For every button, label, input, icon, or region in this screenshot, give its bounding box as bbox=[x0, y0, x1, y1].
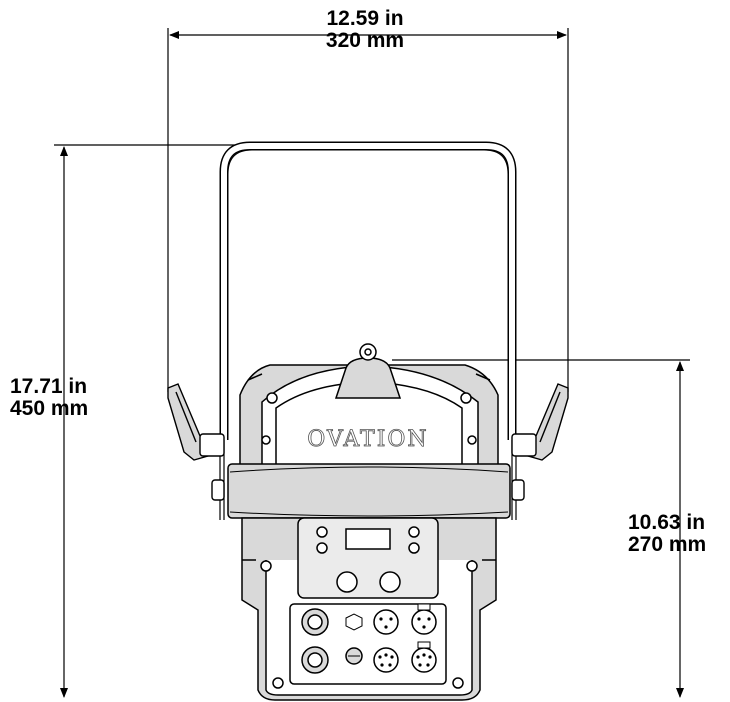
width-dimension bbox=[167, 28, 569, 392]
height-imperial: 17.71 in bbox=[10, 375, 88, 398]
left-lock-handle bbox=[167, 383, 225, 501]
right-lock-handle bbox=[511, 383, 569, 501]
width-metric: 320 mm bbox=[325, 29, 405, 52]
yoke-height-imperial: 10.63 in bbox=[628, 511, 706, 534]
fixture-body bbox=[227, 343, 511, 701]
width-imperial: 12.59 in bbox=[326, 7, 404, 30]
yoke-height-dimension-label: 10.63 in 270 mm bbox=[628, 512, 706, 556]
yoke-height-dimension bbox=[392, 359, 690, 698]
yoke-height-metric: 270 mm bbox=[628, 533, 707, 556]
xlr-pins bbox=[378, 617, 432, 667]
ovation-logo: OVATION bbox=[307, 427, 428, 452]
width-dimension-label: 12.59 in 320 mm bbox=[300, 8, 430, 52]
height-dimension-label: 17.71 in 450 mm bbox=[10, 376, 88, 420]
height-metric: 450 mm bbox=[10, 397, 89, 420]
